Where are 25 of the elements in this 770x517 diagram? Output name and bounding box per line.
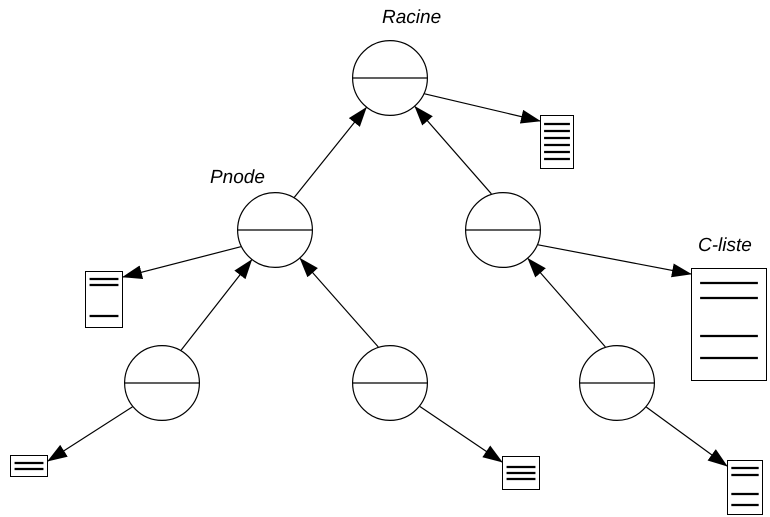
node-circle [465, 192, 541, 268]
list-label: C-liste [698, 236, 752, 255]
arrow [122, 246, 242, 280]
node-circle [237, 192, 313, 268]
node-label: Racine [382, 8, 442, 27]
arrow [294, 106, 367, 198]
node-circle [579, 345, 655, 421]
node-circle [352, 40, 428, 116]
arrow [646, 406, 728, 467]
arrow [180, 259, 252, 351]
arrow [527, 258, 606, 348]
arrow [300, 258, 379, 348]
arrow [414, 106, 492, 194]
list-box [10, 455, 48, 477]
list-box [502, 456, 540, 490]
arrow [538, 244, 692, 278]
arrow [47, 406, 133, 462]
list-box [85, 271, 123, 328]
arrow [424, 93, 541, 124]
list-box [540, 115, 574, 169]
list-box [727, 460, 763, 515]
node-circle [124, 345, 200, 421]
node-label: Pnode [210, 168, 265, 187]
node-circle [352, 345, 428, 421]
arrow [420, 406, 503, 463]
